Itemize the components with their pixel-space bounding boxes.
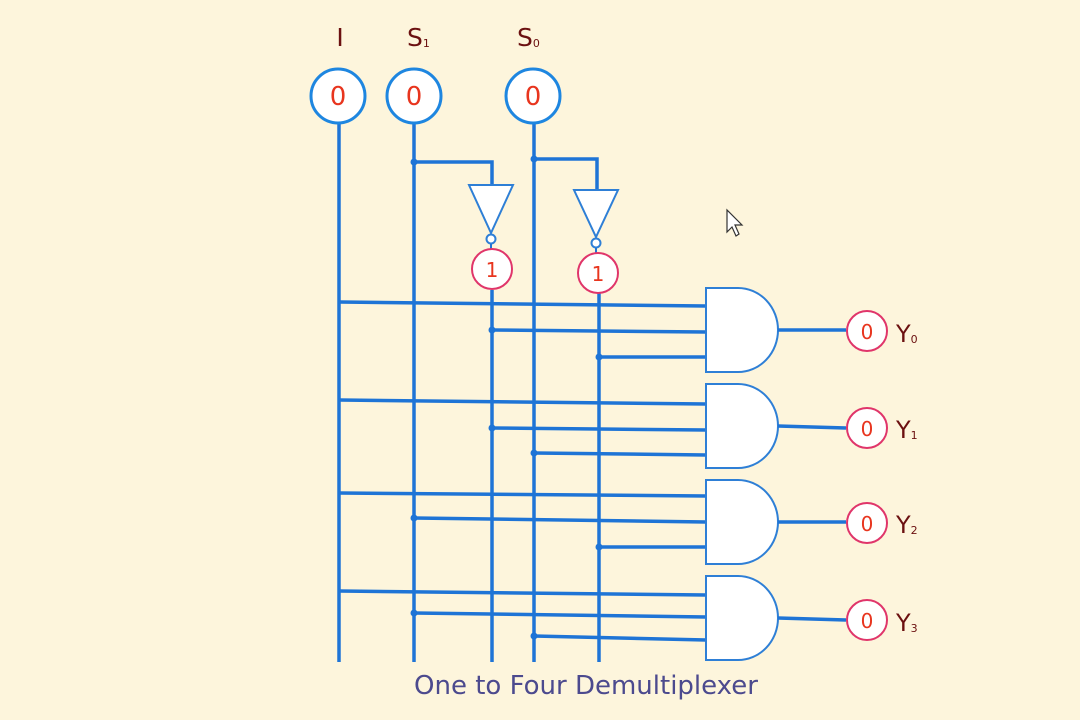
input-i-label: I: [336, 23, 343, 52]
wire-s1-gate3: [413, 611, 707, 619]
svg-text:0: 0: [861, 512, 874, 536]
junction-dot: [488, 424, 496, 432]
input-s1-bubble[interactable]: 0: [385, 67, 443, 125]
junction-dot: [530, 155, 538, 163]
wire-s0-gate1: [533, 451, 707, 457]
junction-dot: [410, 158, 418, 166]
wire-s0-gate3: [533, 634, 707, 642]
svg-text:0: 0: [406, 82, 423, 112]
output-wire-3: [777, 616, 847, 622]
input-s0-label: S0: [517, 23, 540, 52]
output-y3: 0 Y3: [846, 599, 918, 641]
wire-i-gate0: [338, 300, 707, 308]
mouse-cursor-icon: [726, 208, 744, 237]
output-wire-1: [777, 424, 847, 430]
junction-dot: [530, 449, 538, 457]
output-y1-label: Y1: [895, 416, 918, 444]
output-y1: 0 Y1: [846, 407, 918, 449]
svg-text:0: 0: [525, 82, 542, 112]
svg-text:0: 0: [330, 82, 347, 112]
and-gate-1: [705, 383, 779, 469]
svg-text:1: 1: [592, 262, 605, 286]
not-gate-s1: [467, 184, 515, 250]
junction-dot: [530, 632, 538, 640]
junction-dot: [488, 326, 496, 334]
not-s0-value-bubble: 1: [577, 252, 619, 294]
wire-i-gate2: [338, 491, 707, 498]
wire-i-gate1: [338, 398, 707, 406]
svg-text:0: 0: [861, 417, 874, 441]
junction-dot: [595, 543, 603, 551]
not-gate-s0: [572, 189, 620, 254]
input-s0-bubble[interactable]: 0: [504, 67, 562, 125]
s0-to-inverter-wire: [534, 157, 599, 190]
output-y0: 0 Y0: [846, 310, 918, 352]
output-y3-label: Y3: [895, 609, 918, 637]
diagram-caption: One to Four Demultiplexer: [414, 671, 758, 701]
and-gate-0: [705, 287, 779, 373]
output-y2-label: Y2: [895, 511, 918, 539]
junction-dot: [410, 514, 418, 522]
svg-text:0: 0: [861, 609, 874, 633]
wire-nots1-gate0: [491, 328, 707, 334]
junction-dot: [410, 609, 418, 617]
and-gate-3: [705, 575, 779, 661]
output-y2: 0 Y2: [846, 502, 918, 544]
svg-text:0: 0: [861, 320, 874, 344]
output-y0-label: Y0: [895, 320, 918, 348]
wire-i-gate3: [338, 589, 707, 597]
not-s1-value-bubble: 1: [471, 248, 513, 290]
junction-dot: [595, 353, 603, 361]
input-i-bubble[interactable]: 0: [309, 67, 367, 125]
wire-nots1-gate1: [491, 426, 707, 432]
and-gate-2: [705, 479, 779, 565]
input-s1-label: S1: [407, 23, 430, 52]
wire-s1-gate2: [413, 516, 707, 524]
svg-text:1: 1: [486, 258, 499, 282]
s1-to-inverter-wire: [414, 160, 494, 185]
